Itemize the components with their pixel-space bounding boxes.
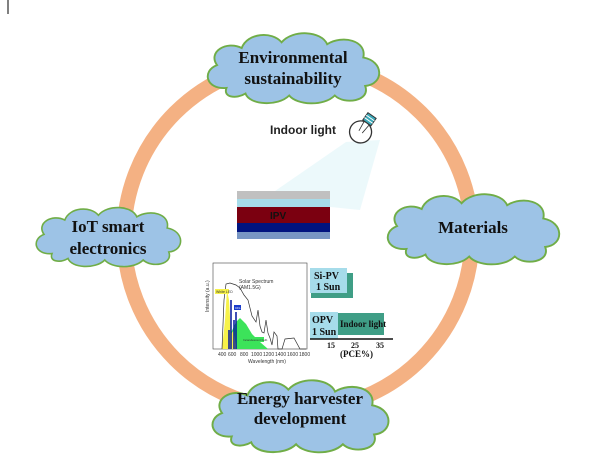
- svg-text:1 Sun: 1 Sun: [316, 282, 341, 293]
- white-led-area: [222, 290, 236, 349]
- cloud-environmental-sustainability: Environmental sustainability: [206, 32, 381, 105]
- svg-text:35: 35: [376, 341, 384, 350]
- svg-text:White LED: White LED: [216, 290, 233, 294]
- svg-text:development: development: [254, 409, 347, 428]
- svg-text:1000: 1000: [251, 352, 262, 358]
- ipv-device-stack: IPV: [237, 191, 330, 239]
- svg-text:1800: 1800: [299, 352, 310, 358]
- cfl-lines: [228, 300, 237, 349]
- svg-text:15: 15: [327, 341, 335, 350]
- cloud-materials: Materials: [386, 193, 561, 266]
- light-bulb-icon: [348, 111, 377, 144]
- svg-text:IoT smart: IoT smart: [72, 217, 145, 236]
- cloud-energy-harvester-development: Energy harvester development: [211, 379, 390, 454]
- svg-text:1 Sun: 1 Sun: [312, 327, 337, 338]
- svg-text:CFL: CFL: [235, 306, 241, 310]
- svg-text:Incandescent bulb: Incandescent bulb: [243, 338, 268, 342]
- svg-text:Energy harvester: Energy harvester: [237, 389, 364, 408]
- spectrum-chart: CFL White LED Solar Spectrum (AM1.5G) In…: [202, 258, 322, 366]
- svg-text:Wavelength (nm): Wavelength (nm): [248, 359, 286, 365]
- svg-text:400: 400: [218, 352, 227, 358]
- svg-text:Indoor light: Indoor light: [340, 319, 386, 329]
- indoor-light-label: Indoor light: [270, 123, 336, 137]
- svg-text:25: 25: [351, 341, 359, 350]
- svg-text:Environmental: Environmental: [238, 48, 348, 67]
- pce-chart: Si-PV 1 Sun OPV 1 Sun Indoor light 15 25…: [310, 268, 393, 359]
- cloud-iot-smart-electronics: IoT smart electronics: [35, 206, 182, 268]
- svg-text:(AM1.5G): (AM1.5G): [239, 285, 261, 291]
- svg-text:(PCE%): (PCE%): [340, 349, 373, 359]
- spectrum-x-ticks: 400 600 800 1000 1200 1400 1600 1800: [218, 352, 310, 358]
- svg-text:1600: 1600: [287, 352, 298, 358]
- svg-text:600: 600: [228, 352, 237, 358]
- svg-text:Si-PV: Si-PV: [314, 271, 340, 282]
- svg-text:1400: 1400: [275, 352, 286, 358]
- svg-text:1200: 1200: [263, 352, 274, 358]
- svg-text:Materials: Materials: [438, 218, 508, 237]
- svg-text:sustainability: sustainability: [244, 69, 342, 88]
- svg-text:800: 800: [240, 352, 249, 358]
- svg-text:electronics: electronics: [69, 239, 146, 258]
- svg-text:OPV: OPV: [312, 315, 334, 326]
- svg-text:Solar Spectrum: Solar Spectrum: [239, 279, 273, 285]
- solar-spectrum-line: [221, 282, 306, 350]
- ipv-label: IPV: [270, 211, 286, 222]
- svg-text:Intensity (a.u.): Intensity (a.u.): [205, 280, 211, 312]
